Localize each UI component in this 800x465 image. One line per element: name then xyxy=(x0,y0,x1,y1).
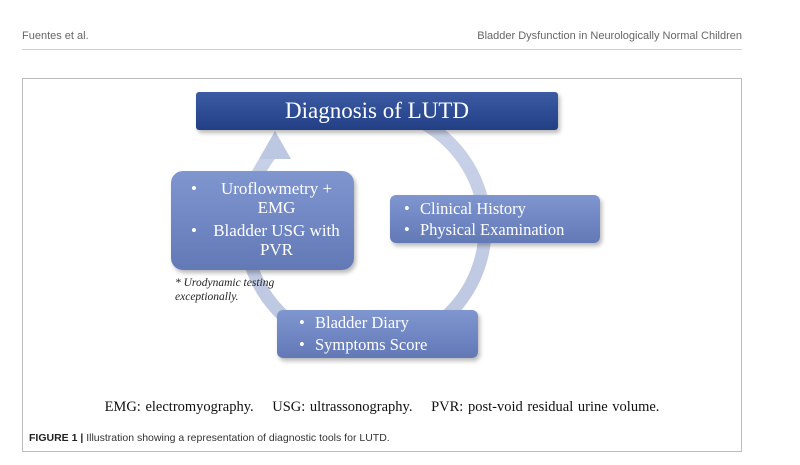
urodynamic-note-line-1: * Urodynamic testing xyxy=(175,277,275,289)
figure-caption-label: FIGURE 1 | xyxy=(29,432,84,444)
cycle-arrow-head xyxy=(259,131,291,159)
figure-caption-text: Illustration showing a representation of… xyxy=(83,432,390,444)
list-item-clinical-history: Clinical History xyxy=(400,198,590,219)
list-item-bladder-usg: Bladder USG with PVR xyxy=(185,221,344,259)
list-item-bladder-diary: Bladder Diary xyxy=(295,312,468,334)
abbreviation-usg: USG: ultrassonography. xyxy=(272,399,413,415)
abbreviation-emg: EMG: electromyography. xyxy=(104,399,254,415)
running-head-title: Bladder Dysfunction in Neurologically No… xyxy=(477,30,742,42)
cycle-arrow xyxy=(238,104,492,355)
list-item-symptoms-score: Symptoms Score xyxy=(295,334,468,356)
figure-caption: FIGURE 1 | Illustration showing a repres… xyxy=(29,432,390,444)
running-head-author: Fuentes et al. xyxy=(22,30,89,42)
running-head: Fuentes et al. Bladder Dysfunction in Ne… xyxy=(22,30,742,44)
instrumental-tests-box: Uroflowmetry + EMG Bladder USG with PVR xyxy=(171,171,354,270)
figure-1: Diagnosis of LUTD Uroflowmetry + EMG Bla… xyxy=(22,78,742,452)
clinical-evaluation-box: Clinical History Physical Examination xyxy=(390,195,600,243)
abbreviation-pvr: PVR: post-void residual urine volume. xyxy=(431,399,660,415)
urodynamic-note-line-2: exceptionally. xyxy=(175,291,239,303)
header-divider xyxy=(22,49,742,50)
abbreviations: EMG: electromyography. USG: ultrassonogr… xyxy=(23,399,741,416)
questionnaires-box: Bladder Diary Symptoms Score xyxy=(277,310,478,358)
diagnosis-title: Diagnosis of LUTD xyxy=(285,98,469,123)
diagnosis-title-box: Diagnosis of LUTD xyxy=(196,92,558,130)
diagnostic-diagram: Diagnosis of LUTD Uroflowmetry + EMG Bla… xyxy=(23,79,741,451)
list-item-uroflowmetry: Uroflowmetry + EMG xyxy=(185,179,344,217)
urodynamic-note: * Urodynamic testing exceptionally. xyxy=(175,276,325,304)
list-item-physical-examination: Physical Examination xyxy=(400,219,590,240)
